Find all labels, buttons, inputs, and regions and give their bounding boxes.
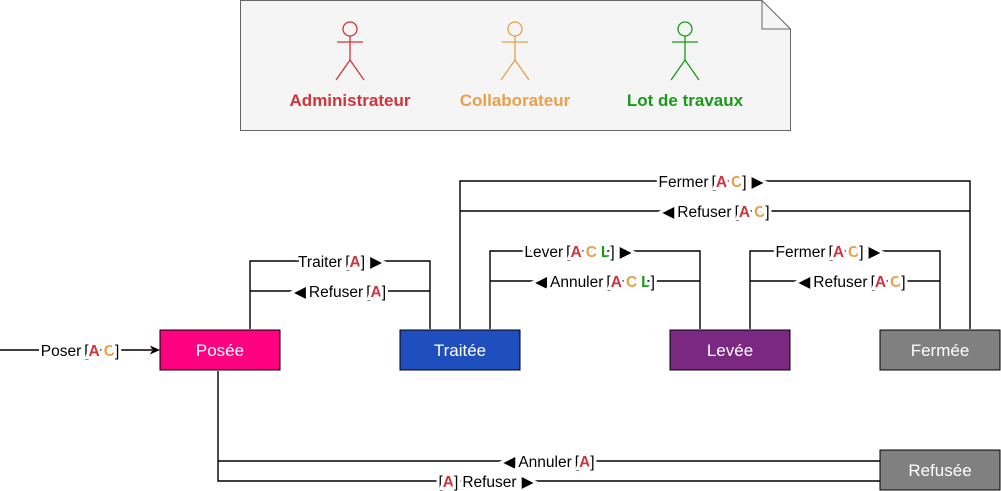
refuser-bottom-edge <box>217 371 880 482</box>
state-refusee-label: Refusée <box>908 461 971 480</box>
arrow-right-icon: ▶ <box>370 254 383 271</box>
poser-arrowhead <box>150 345 160 355</box>
refuser-bottom-label: [A]Refuser▶ <box>438 474 534 491</box>
legend-note-fold <box>761 0 791 30</box>
state-levee-label: Levée <box>707 341 753 360</box>
arrow-left-icon: ◀ <box>798 274 811 291</box>
collaborateur-actor-icon <box>500 21 530 81</box>
traiter-label: Traiter[A]▶ <box>298 254 383 271</box>
arrow-left-icon: ◀ <box>535 274 548 291</box>
state-posee-label: Posée <box>196 341 244 360</box>
annuler-refusee-label: ◀Annuler[A] <box>503 454 594 471</box>
refuser-posee-label: ◀Refuser[A] <box>294 284 386 301</box>
arrow-right-icon: ▶ <box>620 244 633 261</box>
arrow-left-icon: ◀ <box>294 284 307 301</box>
state-posee[interactable]: Posée <box>159 329 281 371</box>
state-traitee-box[interactable] <box>399 329 521 371</box>
state-traitee-label: Traitée <box>434 341 486 360</box>
lot-de-travaux-actor-icon <box>670 21 700 81</box>
state-fermee[interactable]: Fermée <box>879 329 1001 371</box>
arrow-right-icon: ▶ <box>869 244 882 261</box>
state-fermee-label: Fermée <box>911 341 970 360</box>
state-refusee-box[interactable] <box>879 449 1001 491</box>
arrow-right-icon: ▶ <box>522 474 535 491</box>
administrateur-label: Administrateur <box>290 91 411 110</box>
arrow-right-icon: ▶ <box>752 174 765 191</box>
state-refusee[interactable]: Refusée <box>879 449 1001 491</box>
state-levee-box[interactable] <box>669 329 791 371</box>
lever-edge <box>489 250 701 329</box>
actor-legend: Administrateur Collaborateur Lot de trav… <box>240 0 791 131</box>
state-traitee[interactable]: Traitée <box>399 329 521 371</box>
fermer-levee-edge <box>749 250 941 329</box>
legend-note <box>240 0 791 131</box>
arrow-left-icon: ◀ <box>662 204 675 221</box>
state-levee[interactable]: Levée <box>669 329 791 371</box>
traiter-edge <box>249 260 431 329</box>
collaborateur-label: Collaborateur <box>460 91 571 110</box>
administrateur-actor-icon <box>335 21 365 81</box>
state-fermee-box[interactable] <box>879 329 1001 371</box>
edges <box>0 180 971 482</box>
lot-de-travaux-label: Lot de travaux <box>627 91 744 110</box>
state-posee-box[interactable] <box>159 329 281 371</box>
fermer-top-edge <box>459 180 971 329</box>
arrow-left-icon: ◀ <box>503 454 516 471</box>
